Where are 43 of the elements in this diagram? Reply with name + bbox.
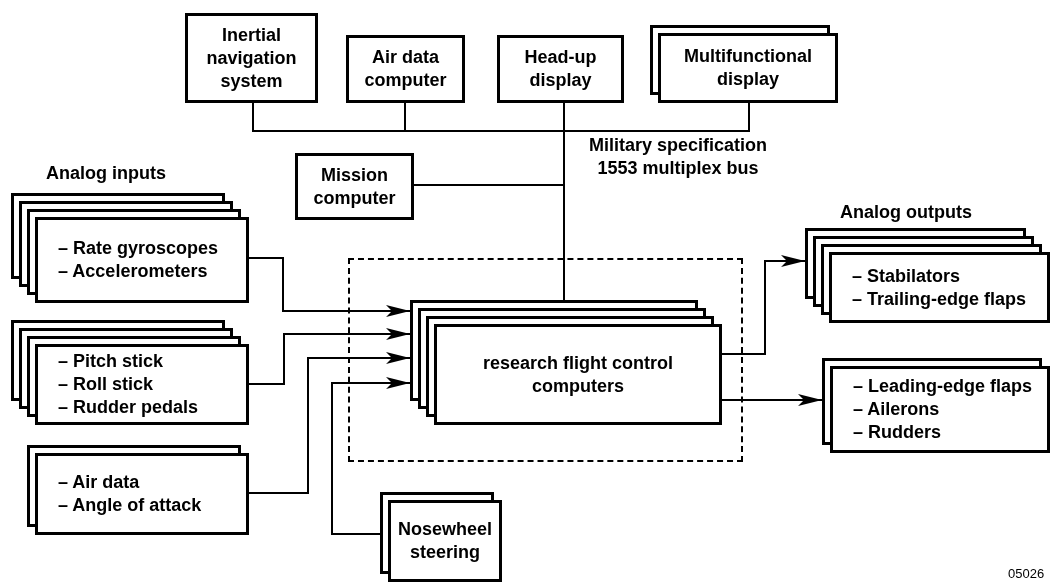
group-heading: Analog outputs — [840, 201, 973, 224]
box-text: – Leading-edge flaps — [853, 375, 1033, 398]
box-text: – Rudder pedals — [58, 396, 199, 419]
box-text: – Ailerons — [853, 398, 940, 421]
stacked-box — [380, 492, 502, 582]
box-text: – Rate gyroscopes — [58, 237, 219, 260]
figure-number: 05026 — [1008, 566, 1046, 582]
process-box — [185, 13, 318, 103]
stacked-box — [805, 228, 1050, 323]
box-text: – Angle of attack — [58, 494, 202, 517]
stacked-box — [11, 193, 249, 303]
process-box — [295, 153, 414, 220]
bus-line — [413, 184, 565, 301]
group-heading: Analog inputs — [46, 162, 167, 185]
box-text: Head-up display — [523, 46, 598, 92]
stacked-box — [11, 320, 249, 425]
process-box — [497, 35, 624, 103]
box-text: – Trailing-edge flaps — [852, 287, 1027, 311]
bus-label: Military specification 1553 multiplex bus — [587, 134, 769, 180]
arrow — [331, 377, 411, 535]
stacked-box — [822, 358, 1050, 453]
box-text: – Stabilators — [852, 264, 961, 288]
box-text: – Accelerometers — [58, 260, 208, 283]
arrow — [248, 257, 411, 317]
arrow — [248, 352, 411, 494]
box-text: Air data computer — [363, 46, 448, 92]
arrow — [721, 394, 823, 406]
stacked-box — [410, 300, 722, 425]
box-text: Nosewheel steering — [396, 518, 493, 564]
box-text: Multifunctional display — [683, 45, 813, 91]
arrow — [721, 255, 806, 355]
process-box — [346, 35, 465, 103]
box-text: – Air data — [58, 471, 140, 494]
box-text: Mission computer — [312, 163, 397, 210]
box-text: research flight control computers — [481, 351, 674, 398]
stacked-box — [27, 445, 249, 535]
dashed-boundary — [348, 258, 743, 462]
box-text: – Roll stick — [58, 373, 154, 396]
arrow — [248, 328, 411, 385]
stacked-box — [650, 25, 838, 103]
box-text: – Pitch stick — [58, 350, 164, 373]
box-text: – Rudders — [853, 421, 942, 444]
box-text: Inertial navigation system — [205, 23, 298, 93]
